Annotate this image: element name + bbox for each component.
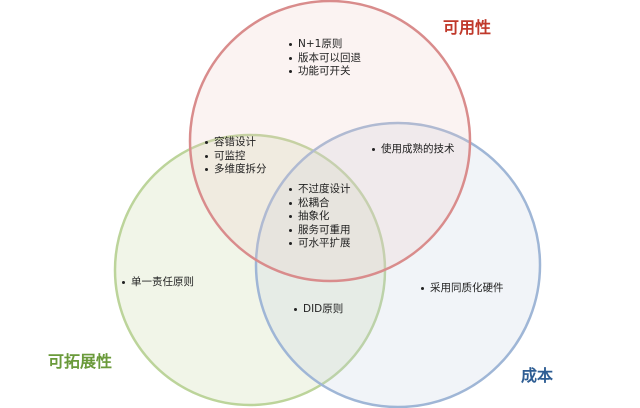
title-availability: 可用性 xyxy=(443,18,492,37)
list-availability-scalability: 容错设计可监控多维度拆分 xyxy=(205,136,267,177)
list-all-three: 不过度设计松耦合抽象化服务可重用可水平扩展 xyxy=(289,183,351,251)
list-item: 采用同质化硬件 xyxy=(421,282,504,296)
circle-cost xyxy=(254,121,542,408)
list-item: 松耦合 xyxy=(289,197,351,211)
list-item: 抽象化 xyxy=(289,210,351,224)
list-scalability-cost: DID原则 xyxy=(294,303,343,317)
list-item: 服务可重用 xyxy=(289,224,351,238)
list-cost-only: 采用同质化硬件 xyxy=(421,282,504,296)
circle-availability xyxy=(188,0,472,283)
list-item: 可监控 xyxy=(205,150,267,164)
list-item: 单一责任原则 xyxy=(122,276,194,290)
list-item: 多维度拆分 xyxy=(205,163,267,177)
list-item: 不过度设计 xyxy=(289,183,351,197)
list-availability-only: N+1原则版本可以回退功能可开关 xyxy=(289,38,361,79)
list-item: N+1原则 xyxy=(289,38,361,52)
list-availability-cost: 使用成熟的技术 xyxy=(372,143,455,157)
title-scalability: 可拓展性 xyxy=(48,352,113,371)
list-item: 功能可开关 xyxy=(289,65,361,79)
list-item: 使用成熟的技术 xyxy=(372,143,455,157)
list-item: 容错设计 xyxy=(205,136,267,150)
list-item: 可水平扩展 xyxy=(289,237,351,251)
list-item: 版本可以回退 xyxy=(289,52,361,66)
list-scalability-only: 单一责任原则 xyxy=(122,276,194,290)
list-item: DID原则 xyxy=(294,303,343,317)
title-cost: 成本 xyxy=(521,366,554,385)
